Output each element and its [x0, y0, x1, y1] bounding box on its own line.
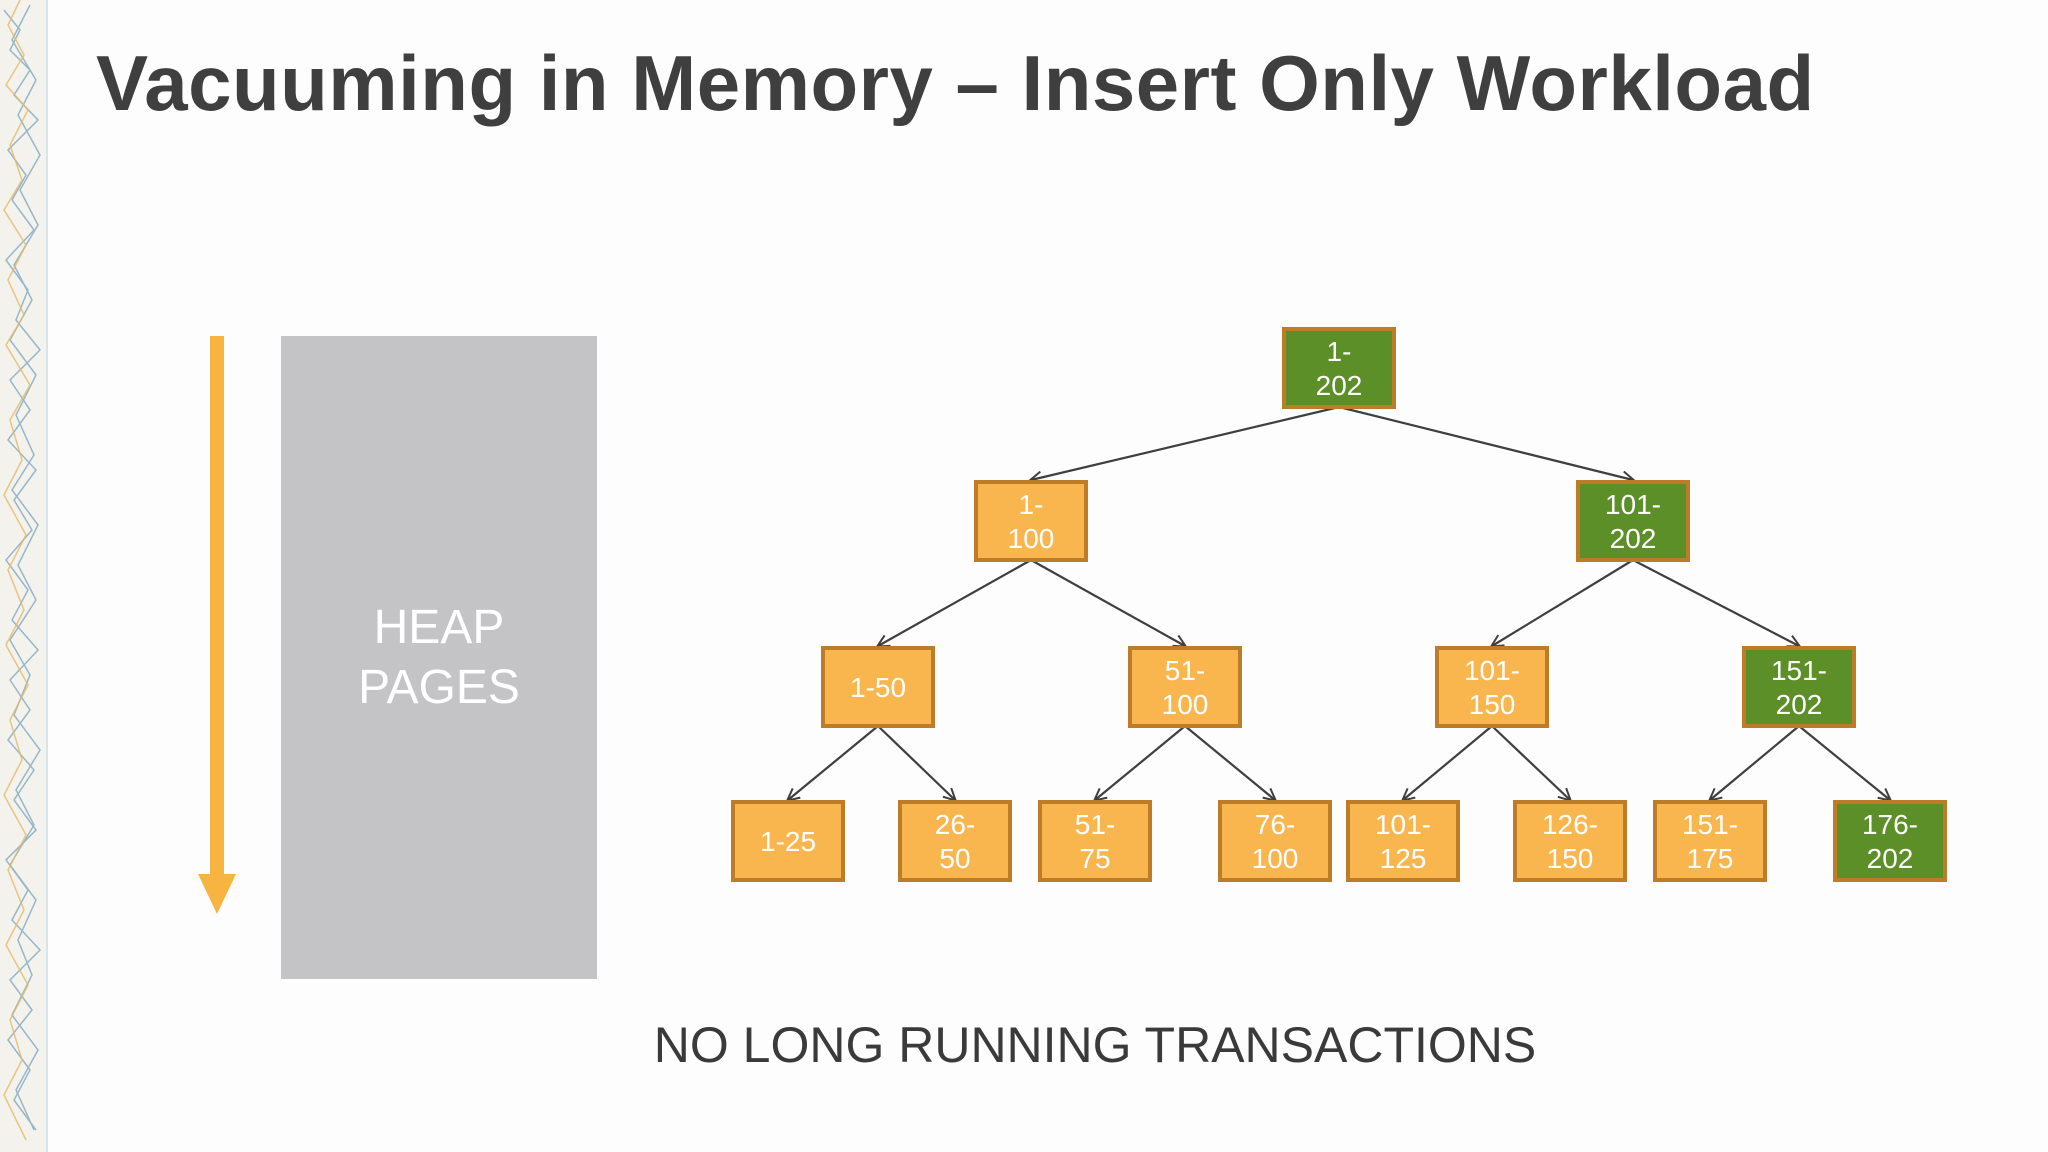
- tree-node-label: 150: [1469, 689, 1516, 720]
- tree-node-label: 175: [1687, 843, 1734, 874]
- tree-node-n15: 176-202: [1833, 800, 1947, 882]
- slide-title: Vacuuming in Memory – Insert Only Worklo…: [96, 39, 1815, 127]
- tree-node-label: 101-: [1375, 809, 1431, 840]
- heap-pages-label: HEAP PAGES: [358, 601, 520, 714]
- tree-node-n3: 101-202: [1576, 480, 1690, 562]
- tree-node-box: [1346, 800, 1460, 882]
- tree-edge-n6-n12: [1403, 725, 1493, 800]
- tree-node-label: 1-25: [760, 826, 816, 857]
- tree-node-label: 50: [939, 843, 970, 874]
- tree-node-box: [1038, 800, 1152, 882]
- tree-edge-n1-n2: [1031, 405, 1340, 480]
- tree-node-box: [974, 480, 1088, 562]
- tree-node-n11: 76-100: [1218, 800, 1332, 882]
- tree-edge-n7-n14: [1710, 725, 1800, 800]
- tree-node-label: 202: [1776, 689, 1823, 720]
- tree-node-label: 75: [1079, 843, 1110, 874]
- border-divider-line: [46, 0, 48, 1152]
- tree-node-label: 100: [1008, 523, 1055, 554]
- tree-node-label: 176-: [1862, 809, 1918, 840]
- tree-node-label: 150: [1547, 843, 1594, 874]
- tree-node-box: [1833, 800, 1947, 882]
- tree-node-label: 76-: [1255, 809, 1295, 840]
- tree-edge-n1-n3: [1338, 405, 1633, 480]
- tree-node-label: 100: [1252, 843, 1299, 874]
- tree-node-box: [1653, 800, 1767, 882]
- tree-node-label: 100: [1162, 689, 1209, 720]
- tree-node-label: 101-: [1464, 655, 1520, 686]
- tree-edge-n3-n7: [1632, 559, 1799, 646]
- tree-node-n10: 51-75: [1038, 800, 1152, 882]
- tree-edge-n4-n8: [788, 725, 879, 800]
- tree-node-n8: 1-25: [731, 800, 845, 882]
- tree-node-n7: 151-202: [1742, 646, 1856, 728]
- tree-edge-n4-n9: [877, 725, 955, 800]
- tree-node-label: 125: [1380, 843, 1427, 874]
- tree-node-label: 51-: [1165, 655, 1205, 686]
- heap-pages-block: HEAP PAGES: [281, 336, 597, 979]
- tree-node-label: 1-: [1327, 336, 1352, 367]
- tree-node-box: [1513, 800, 1627, 882]
- tree-edge-n6-n13: [1491, 725, 1570, 800]
- tree-node-n12: 101-125: [1346, 800, 1460, 882]
- tree-node-n2: 1-100: [974, 480, 1088, 562]
- down-arrow-icon: [198, 336, 236, 914]
- tree-node-n4: 1-50: [821, 646, 935, 728]
- tree-node-box: [731, 800, 845, 882]
- tree-node-n14: 151-175: [1653, 800, 1767, 882]
- tree-edge-n5-n10: [1095, 725, 1186, 800]
- tree-node-n5: 51-100: [1128, 646, 1242, 728]
- tree-node-label: 202: [1867, 843, 1914, 874]
- tree-node-box: [898, 800, 1012, 882]
- tree-node-n1: 1-202: [1282, 327, 1396, 409]
- tree-node-n6: 101-150: [1435, 646, 1549, 728]
- tree-node-box: [1218, 800, 1332, 882]
- tree-node-box: [1128, 646, 1242, 728]
- decorative-circuit-border: [0, 0, 46, 1152]
- tree-node-label: 101-: [1605, 489, 1661, 520]
- tree-node-box: [821, 646, 935, 728]
- tree-node-label: 51-: [1075, 809, 1115, 840]
- tree-node-label: 151-: [1682, 809, 1738, 840]
- tree-edge-n5-n11: [1184, 725, 1275, 800]
- tree-node-box: [1576, 480, 1690, 562]
- tree-edge-n2-n4: [878, 559, 1032, 646]
- tree-node-label: 1-50: [850, 672, 906, 703]
- tree-edge-n2-n5: [1030, 559, 1185, 646]
- tree-node-box: [1282, 327, 1396, 409]
- tree-node-label: 26-: [935, 809, 975, 840]
- tree-node-box: [1435, 646, 1549, 728]
- footer-caption: NO LONG RUNNING TRANSACTIONS: [653, 1017, 1537, 1073]
- tree-node-label: 202: [1316, 370, 1363, 401]
- tree-edge-n7-n15: [1798, 725, 1890, 800]
- tree-node-label: 202: [1610, 523, 1657, 554]
- tree-edge-n3-n6: [1492, 559, 1634, 646]
- tree-node-label: 1-: [1019, 489, 1044, 520]
- tree-node-n13: 126-150: [1513, 800, 1627, 882]
- tree-node-label: 126-: [1542, 809, 1598, 840]
- tree-node-n9: 26-50: [898, 800, 1012, 882]
- tree-node-box: [1742, 646, 1856, 728]
- tree-node-label: 151-: [1771, 655, 1827, 686]
